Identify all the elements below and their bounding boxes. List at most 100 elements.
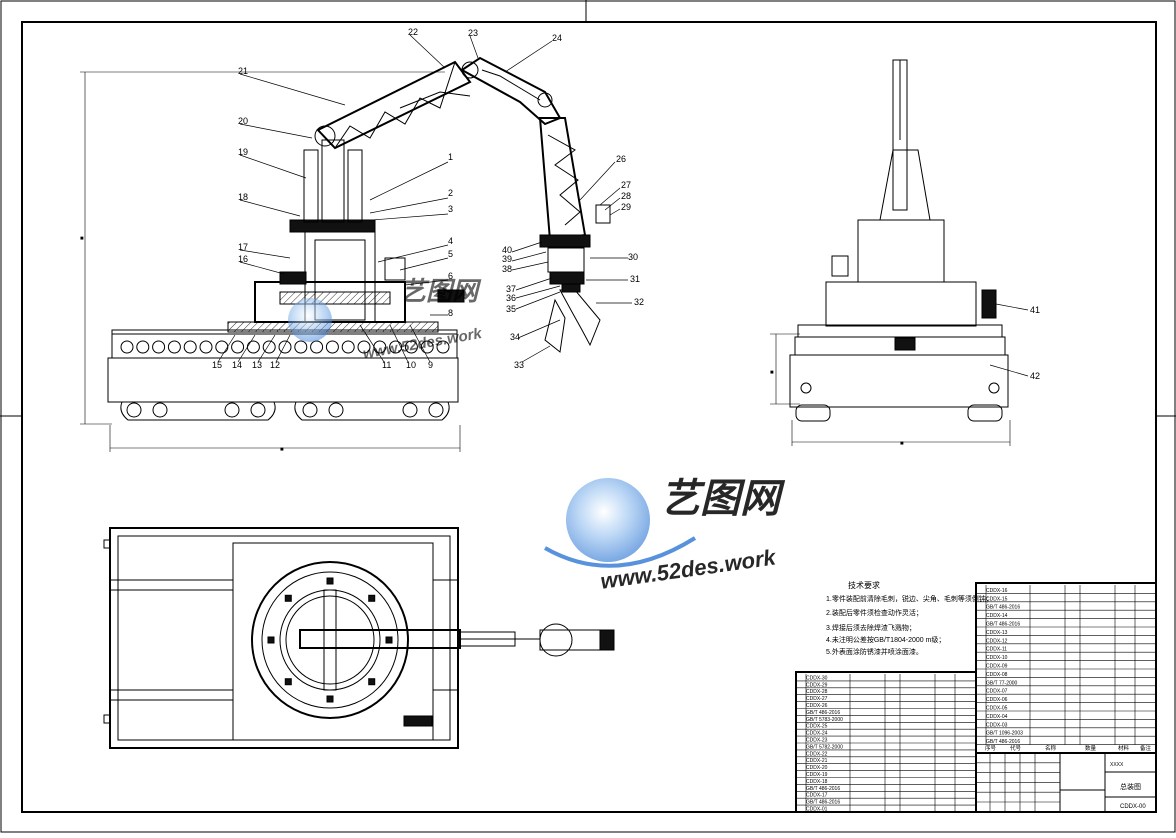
bom-code: CDDX-28 [806,689,828,695]
bom-code: CDDX-08 [986,672,1008,678]
watermark-brand-small: 艺图网 [400,276,482,306]
track-wheel [152,402,168,418]
dim-length-value: ■ [280,447,284,453]
track-wheel [428,402,444,418]
notes-line-3: 3.焊接后须去除焊渣飞溅物； [826,623,916,632]
bolt [326,577,334,585]
notes-line-2: 2.装配后零件须检查动作灵活； [826,608,923,617]
notes-line-5: 5.外表面涂防锈漆并喷涂面漆。 [826,647,923,656]
bom-code: GB/T 486-2016 [986,622,1020,628]
track-roller [167,340,181,354]
front-view [80,56,611,452]
callout-15: 15 [212,360,222,370]
track-wheels [126,402,444,418]
track-roller [199,340,213,354]
bom-left-rows: CDDX-30CDDX-29CDDX-28CDDX-27CDDX-26GB/T … [796,674,976,813]
bom-code: CDDX-29 [806,682,828,688]
bom-code: CDDX-19 [806,772,828,778]
track-roller [436,340,450,354]
bom-code: CDDX-14 [986,613,1008,619]
callout-40: 40 [502,245,512,255]
callout-34: 34 [510,332,520,342]
bom-code: CDDX-25 [806,724,828,730]
notes-line-4: 4.未注明公差按GB/T1804-2000 m级； [826,635,945,644]
track-wheel [250,402,266,418]
bolt [267,636,275,644]
callout-5: 5 [448,249,453,259]
callout-28: 28 [621,191,631,201]
callout-8: 8 [448,308,453,318]
bom-code: CDDX-10 [986,655,1008,661]
bom-code: GB/T 5783-2000 [806,717,843,723]
bom-code: CDDX-22 [806,751,828,757]
bolt [368,594,376,602]
bom-code: CDDX-30 [806,675,828,681]
bom-code: CDDX-07 [986,689,1008,695]
bom-code: GB/T 5782-2000 [806,744,843,750]
bolt [284,678,292,686]
bom-code: CDDX-03 [986,722,1008,728]
callout-24: 24 [552,33,562,43]
bom-header-qty: 数量 [1085,744,1097,752]
callout-7: 7 [442,287,447,297]
callout-1: 1 [448,152,453,162]
bom-header-no: 序号 [985,744,997,752]
bom-code: GB/T 1096-2003 [986,731,1023,737]
turntable-bolts [267,577,393,703]
callout-19: 19 [238,147,248,157]
track-roller [404,340,418,354]
track-wheel [224,402,240,418]
track-roller [310,340,324,354]
callout-36: 36 [506,293,516,303]
callout-20: 20 [238,116,248,126]
track-roller [341,340,355,354]
callout-14: 14 [232,360,242,370]
callout-9: 9 [428,360,433,370]
callout-22: 22 [408,27,418,37]
bom-code: CDDX-15 [986,596,1008,602]
callout-4: 4 [448,236,453,246]
callout-35: 35 [506,304,516,314]
bom-code: GB/T 486-2016 [806,800,840,806]
callout-12: 12 [270,360,280,370]
callout-26: 26 [616,154,626,164]
callout-10: 10 [406,360,416,370]
drawing-code: CDDX-00 [1120,804,1146,810]
bom-code: CDDX-18 [806,779,828,785]
top-view [103,527,615,749]
bom-code: CDDX-01 [806,807,828,813]
track-roller [231,340,245,354]
bom-code: GB/T 486-2016 [986,739,1020,745]
track-roller [262,340,276,354]
inner-frame [21,21,1157,813]
bom-code: CDDX-13 [986,630,1008,636]
bom-code: CDDX-04 [986,714,1008,720]
bom-code: CDDX-16 [986,588,1008,594]
callout-17: 17 [238,242,248,252]
callout-31: 31 [630,274,640,284]
side-view: 41 42 [770,59,1040,446]
bom-header-material: 材料 [1118,744,1130,752]
callout-3: 3 [448,204,453,214]
track-roller [278,340,292,354]
bom-code: CDDX-05 [986,706,1008,712]
technical-notes: 技术要求 1.零件装配前清除毛刺，锐边、尖角、毛刺等须倒钝； 2.装配后零件须检… [826,580,993,656]
bom-code: CDDX-26 [806,703,828,709]
track-roller-row [120,340,450,354]
bom-code: GB/T 486-2016 [986,605,1020,611]
bom-code: CDDX-12 [986,638,1008,644]
track-roller [325,340,339,354]
bolt [368,678,376,686]
notes-line-1: 1.零件装配前清除毛刺，锐边、尖角、毛刺等须倒钝； [826,594,993,603]
callout-42: 42 [1030,371,1040,381]
bom-header-code: 代号 [1010,744,1022,752]
track-roller [357,340,371,354]
drawing-name: 总装图 [1120,782,1141,791]
bom-code: CDDX-17 [806,793,828,799]
bom-code: CDDX-20 [806,765,828,771]
bom-code: CDDX-27 [806,696,828,702]
callout-32: 32 [634,297,644,307]
